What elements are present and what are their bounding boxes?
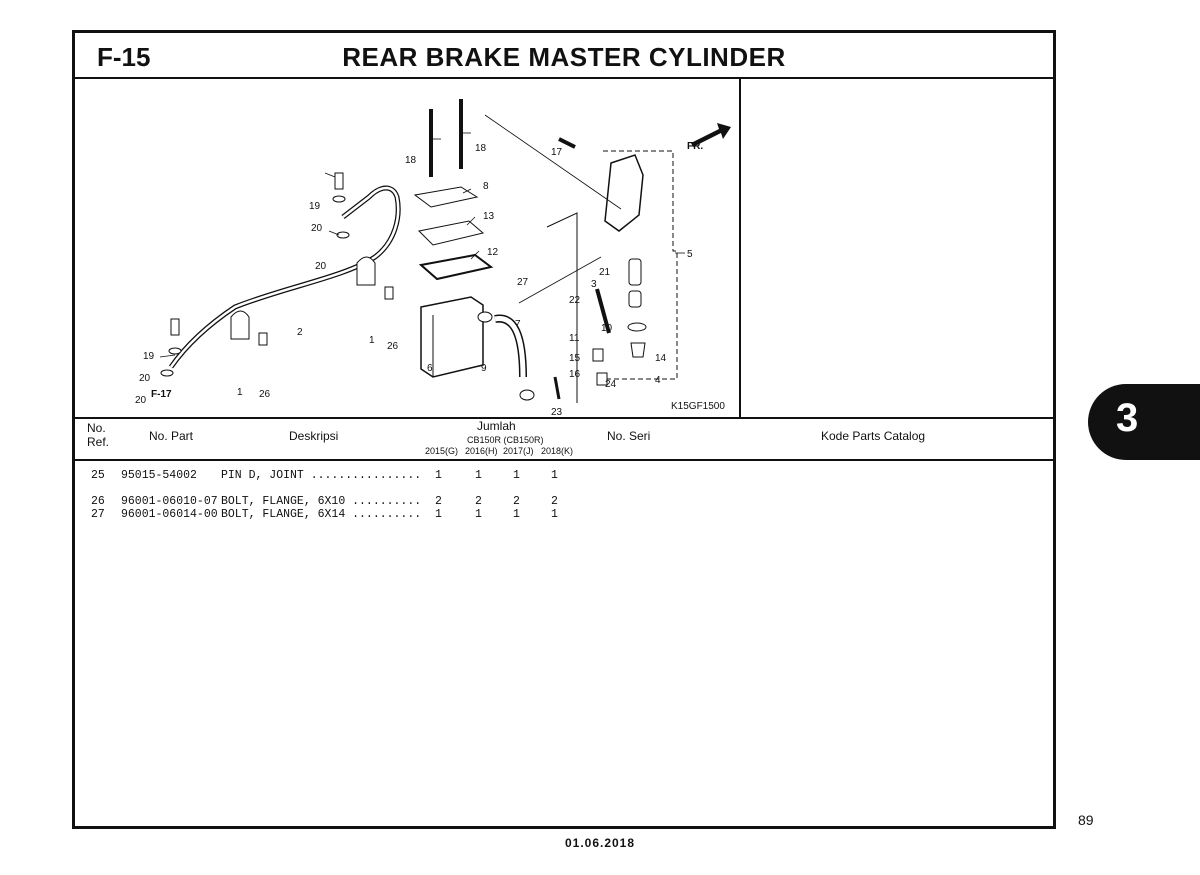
col-year-2015: 2015(G) <box>425 446 459 456</box>
title-row: F-15 REAR BRAKE MASTER CYLINDER <box>75 33 1053 79</box>
front-direction-arrow <box>691 123 731 147</box>
section-code: F-15 <box>97 42 151 72</box>
desc-cell: BOLT, FLANGE, 6X14 .......... <box>221 508 422 521</box>
part-callout: 14 <box>655 353 667 364</box>
qty-cell: 1 <box>513 469 520 482</box>
qty-cell: 1 <box>475 469 482 482</box>
part-callout: 24 <box>605 379 617 390</box>
part-cell: 96001-06010-07 <box>121 495 218 508</box>
part-callout: 18 <box>475 143 487 154</box>
part-callout: 3 <box>591 279 597 290</box>
part-callout: 26 <box>387 341 399 352</box>
part-callout: 27 <box>517 277 529 288</box>
figure-code: K15GF1500 <box>671 401 725 412</box>
col-no-ref-line1: No. <box>87 421 106 435</box>
part-callout: 23 <box>551 407 563 417</box>
col-models: CB150R (CB150R) <box>467 435 544 445</box>
part-callout: 2 <box>297 327 303 338</box>
part-cell: 96001-06014-00 <box>121 508 218 521</box>
part-callout: 15 <box>569 353 581 364</box>
part-callout: 6 <box>427 363 433 374</box>
part-cell: 95015-54002 <box>121 469 197 482</box>
part-callout: 16 <box>569 369 581 380</box>
ref-cell: 25 <box>91 469 105 482</box>
part-callout: 5 <box>687 249 693 260</box>
page-title: REAR BRAKE MASTER CYLINDER <box>342 42 786 72</box>
exploded-diagram: FR. 18 18 8 13 12 17 5 3 21 22 27 19 20 … <box>75 77 741 417</box>
qty-cell: 1 <box>551 508 558 521</box>
part-callout: 7 <box>515 319 521 330</box>
desc-cell: BOLT, FLANGE, 6X10 .......... <box>221 495 422 508</box>
section-tab: 3 <box>1088 384 1200 460</box>
qty-cell: 2 <box>551 495 558 508</box>
direction-label: FR. <box>687 141 703 152</box>
part-callout: 20 <box>139 373 151 384</box>
qty-cell: 1 <box>551 469 558 482</box>
footer-date: 01.06.2018 <box>564 836 636 850</box>
col-qty: Jumlah <box>477 419 516 433</box>
col-no-ref-line2: Ref. <box>87 435 110 449</box>
catalog-page-frame: F-15 REAR BRAKE MASTER CYLINDER <box>72 30 1056 829</box>
part-callout: 19 <box>143 351 155 362</box>
part-callout: 1 <box>237 387 243 398</box>
part-callout: 20 <box>315 261 327 272</box>
part-callout: 11 <box>569 333 580 344</box>
part-callout: 4 <box>655 375 661 386</box>
part-callout: 13 <box>483 211 495 222</box>
qty-cell: 1 <box>435 508 442 521</box>
col-part-no: No. Part <box>149 429 194 443</box>
qty-cell: 1 <box>435 469 442 482</box>
bolt-shape <box>334 172 344 190</box>
diagram-area: FR. 18 18 8 13 12 17 5 3 21 22 27 19 20 … <box>75 77 1053 419</box>
part-callout: 10 <box>601 323 613 334</box>
qty-cell: 2 <box>475 495 482 508</box>
part-callout: 1 <box>369 335 375 346</box>
col-year-2017: 2017(J) <box>503 446 534 456</box>
col-catalog: Kode Parts Catalog <box>821 429 926 443</box>
master-cylinder <box>604 154 644 232</box>
part-callout: 26 <box>259 389 271 400</box>
col-serial: No. Seri <box>607 429 651 443</box>
exploded-diagram-drawing: FR. 18 18 8 13 12 17 5 3 21 22 27 19 20 … <box>135 99 731 417</box>
part-callout: 9 <box>481 363 487 374</box>
part-callout: 18 <box>405 155 417 166</box>
table-row: 26 96001-06010-07 BOLT, FLANGE, 6X10 ...… <box>75 495 1053 508</box>
part-callout: 12 <box>487 247 499 258</box>
qty-cell: 1 <box>475 508 482 521</box>
ref-cell: 26 <box>91 495 105 508</box>
reservoir-body <box>420 296 484 378</box>
part-callout: 21 <box>599 267 611 278</box>
part-callout: 22 <box>569 295 581 306</box>
qty-cell: 2 <box>513 495 520 508</box>
part-callout: 20 <box>135 395 147 406</box>
ref-label: F-17 <box>151 389 172 400</box>
part-callout: 17 <box>551 147 563 158</box>
page-number: 89 <box>1078 812 1094 828</box>
ref-cell: 27 <box>91 508 105 521</box>
table-header: No. Ref. No. Part Deskripsi Jumlah CB150… <box>75 419 1053 461</box>
table-row: 25 95015-54002 PIN D, JOINT ............… <box>75 469 1053 482</box>
desc-cell: PIN D, JOINT ................ <box>221 469 422 482</box>
reservoir-cap <box>413 186 479 208</box>
qty-cell: 1 <box>513 508 520 521</box>
part-callout: 20 <box>311 223 323 234</box>
part-callout: 8 <box>483 181 489 192</box>
table-row: 27 96001-06014-00 BOLT, FLANGE, 6X14 ...… <box>75 508 1053 521</box>
col-year-2016: 2016(H) <box>465 446 498 456</box>
hose-clamp <box>356 256 376 286</box>
part-callout: 19 <box>309 201 321 212</box>
col-description: Deskripsi <box>289 429 339 443</box>
col-year-2018: 2018(K) <box>541 446 574 456</box>
qty-cell: 2 <box>435 495 442 508</box>
